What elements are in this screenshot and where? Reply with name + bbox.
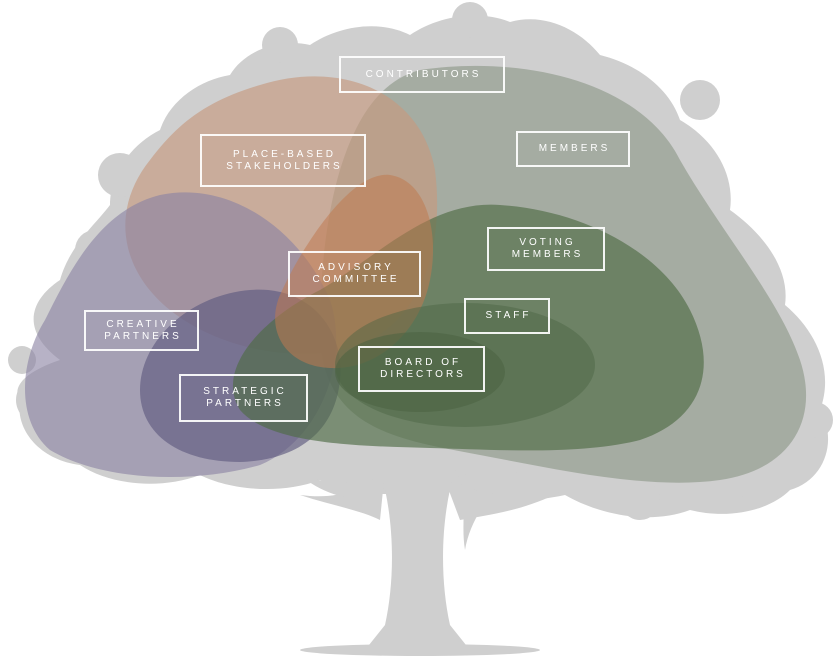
creative-partners-text-line1: CREATIVE	[106, 318, 180, 330]
advisory-committee-text-line2: COMMITTEE	[312, 274, 400, 285]
members-text: MEMBERS	[538, 143, 611, 154]
place-based-stakeholders-label: PLACE-BASED STAKEHOLDERS	[200, 134, 366, 187]
advisory-committee-region	[275, 174, 434, 369]
creative-partners-text-line2: PARTNERS	[104, 330, 182, 342]
staff-text: STAFF	[485, 310, 532, 321]
advisory-committee-text-line1: ADVISORY	[318, 262, 394, 273]
contributors-label: CONTRIBUTORS	[339, 56, 505, 93]
voting-members-text-line1: VOTING	[519, 237, 576, 248]
advisory-committee-label: ADVISORY COMMITTEE	[288, 251, 421, 297]
board-of-directors-text-line1: BOARD OF	[384, 357, 462, 368]
staff-label: STAFF	[464, 298, 550, 334]
members-label: MEMBERS	[516, 131, 630, 167]
board-of-directors-label: BOARD OF DIRECTORS	[358, 346, 485, 392]
creative-partners-label: CREATIVE PARTNERS	[84, 310, 199, 351]
strategic-partners-label: STRATEGIC PARTNERS	[179, 374, 308, 422]
strategic-partners-text-line1: STRATEGIC	[203, 386, 287, 397]
board-of-directors-region	[335, 332, 505, 412]
place-based-text-line1: PLACE-BASED	[232, 148, 337, 160]
place-based-text-line2: STAKEHOLDERS	[226, 160, 343, 172]
board-of-directors-text-line2: DIRECTORS	[380, 369, 466, 380]
strategic-partners-text-line2: PARTNERS	[206, 398, 284, 409]
contributors-text: CONTRIBUTORS	[365, 68, 482, 80]
voting-members-text-line2: MEMBERS	[511, 249, 584, 260]
voting-members-label: VOTING MEMBERS	[487, 227, 605, 271]
